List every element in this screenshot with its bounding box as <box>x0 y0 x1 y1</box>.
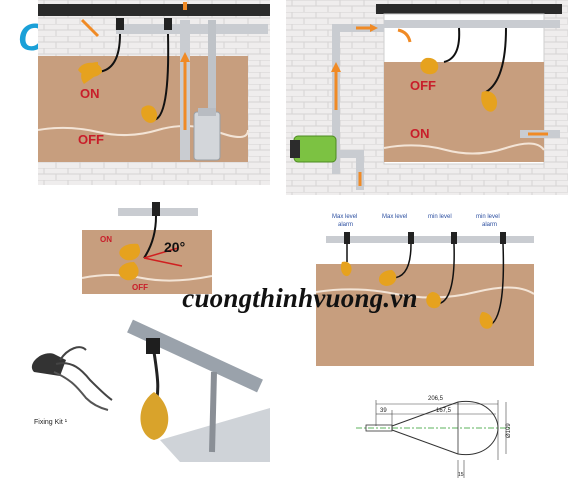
level-label: min level <box>428 214 452 220</box>
panel-fill-tank: OFF ON <box>286 0 568 195</box>
float-on <box>481 91 498 112</box>
float-max-alarm <box>340 261 352 277</box>
float-max-level <box>378 270 397 286</box>
label-on: ON <box>410 126 430 141</box>
dim-body: 167,5 <box>436 408 452 414</box>
mount-bar <box>116 24 268 34</box>
panel-level-functions: Max level alarm Max level min level min … <box>316 214 534 366</box>
watermark-text: cuongthinhvuong.vn <box>182 283 418 313</box>
tank-liquid <box>384 62 544 162</box>
level-label: alarm <box>338 222 353 228</box>
dim-diameter: Ø109 <box>506 423 512 438</box>
fixing-kit-label: Fixing Kit ¹ <box>34 419 68 426</box>
submersible-pump <box>193 108 221 161</box>
label-off: OFF <box>78 132 104 147</box>
float-min-level <box>426 292 441 309</box>
float-profile <box>391 400 499 456</box>
float-on <box>78 62 102 84</box>
float-off <box>420 57 439 75</box>
panel-switching-angle: ON OFF 20° <box>82 202 212 294</box>
float-ball <box>140 392 169 440</box>
panel-fixing-kit: Fixing Kit ¹ <box>31 346 113 426</box>
dim-stem: 39 <box>380 408 387 414</box>
dim-total: 206,5 <box>428 396 444 402</box>
angle-label-on: ON <box>100 235 112 244</box>
float-down <box>118 262 139 281</box>
clamp-icon <box>31 353 66 376</box>
angle-label-off: OFF <box>132 283 148 292</box>
label-on: ON <box>80 86 100 101</box>
level-label: min level <box>476 214 500 220</box>
level-label: Max level <box>382 214 407 220</box>
surface-pump <box>290 135 337 163</box>
tank-lid <box>38 4 270 16</box>
float-up <box>119 243 141 261</box>
panel-dimension-drawing: 206,5 167,5 39 Ø109 15 <box>356 396 512 478</box>
flow-arrow-up <box>180 52 190 62</box>
float-min-alarm <box>479 312 493 329</box>
label-off: OFF <box>410 78 436 93</box>
panel-mounted-float <box>127 319 270 462</box>
panel-drain-tank: ON OFF <box>38 0 270 185</box>
angle-value: 20° <box>164 239 185 255</box>
level-label: alarm <box>482 222 497 228</box>
level-label: Max level <box>332 214 357 220</box>
float-off <box>141 105 158 123</box>
dim-small: 15 <box>458 472 464 478</box>
